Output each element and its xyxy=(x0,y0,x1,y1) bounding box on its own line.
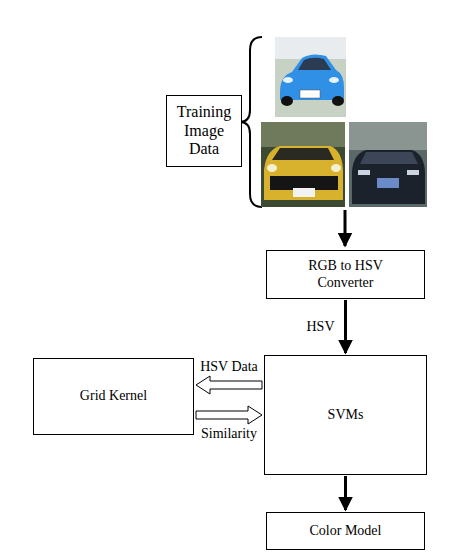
node-label: Training Image Data xyxy=(171,103,237,158)
process-box: RGB to HSV Converter xyxy=(266,250,425,299)
blue-car-photo xyxy=(275,37,346,117)
edge-label: Similarity xyxy=(200,426,258,441)
hollow-arrow xyxy=(196,406,262,424)
edge-label: HSV xyxy=(305,319,335,334)
edge-label: HSV Data xyxy=(199,359,259,374)
curly-bracket xyxy=(240,37,262,207)
output-box: Color Model xyxy=(266,512,425,550)
node-label: Color Model xyxy=(310,523,382,539)
node-label: Grid Kernel xyxy=(80,388,147,404)
image-flow-arrow xyxy=(344,210,347,246)
classifier-box: SVMs xyxy=(264,355,427,475)
hollow-arrow xyxy=(196,376,262,394)
node-label: SVMs xyxy=(328,407,364,423)
flow-arrow xyxy=(344,300,347,353)
yellow-car-photo xyxy=(261,122,345,207)
text-box: Training Image Data xyxy=(166,95,242,167)
flow-arrow xyxy=(344,476,347,510)
kernel-box: Grid Kernel xyxy=(33,358,194,435)
node-label: RGB to HSV Converter xyxy=(296,258,396,290)
dark-car-photo xyxy=(349,122,427,207)
